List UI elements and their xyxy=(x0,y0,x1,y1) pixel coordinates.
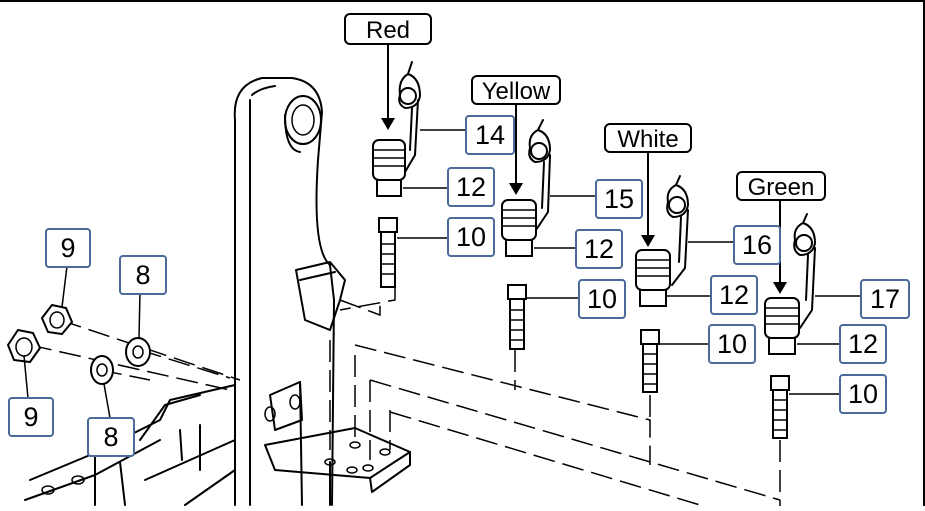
callout-8-lower-text: 8 xyxy=(103,422,118,452)
callout-12-yellow-text: 12 xyxy=(584,234,614,264)
coupler-red xyxy=(372,44,421,288)
callout-15-text: 15 xyxy=(604,184,634,214)
lower-frame xyxy=(24,381,303,506)
callout-10-green: 10 xyxy=(839,374,887,414)
coupler-white xyxy=(635,149,689,393)
callout-9-upper: 9 xyxy=(45,228,91,268)
callout-8-lower: 8 xyxy=(87,417,135,457)
nut-9-upper xyxy=(40,303,74,336)
callout-10-red: 10 xyxy=(447,217,495,257)
callout-14-text: 14 xyxy=(475,120,505,150)
callout-16: 16 xyxy=(733,225,781,265)
callout-12-red: 12 xyxy=(447,167,495,207)
callout-10-yellow-text: 10 xyxy=(587,284,617,314)
callout-12-red-text: 12 xyxy=(456,172,486,202)
washer-8-upper xyxy=(125,337,151,367)
label-red: Red xyxy=(344,13,432,45)
label-white: White xyxy=(604,123,692,153)
callout-14: 14 xyxy=(465,115,515,155)
callout-12-green: 12 xyxy=(839,324,887,364)
callout-16-text: 16 xyxy=(742,230,772,260)
coupler-green xyxy=(764,197,816,439)
callout-12-green-text: 12 xyxy=(848,329,878,359)
label-white-text: White xyxy=(617,126,678,153)
callout-10-white-text: 10 xyxy=(717,329,747,359)
support-arm xyxy=(233,77,346,506)
mounting-plate xyxy=(264,427,411,506)
callout-9-lower: 9 xyxy=(8,397,54,437)
washer-8-lower xyxy=(90,355,114,385)
assembly-lines xyxy=(29,255,781,506)
callout-9-upper-text: 9 xyxy=(60,233,75,263)
callout-12-white-text: 12 xyxy=(719,280,749,310)
callout-10-green-text: 10 xyxy=(848,379,878,409)
callout-17: 17 xyxy=(860,279,910,319)
coupler-yellow xyxy=(501,101,551,350)
callout-15: 15 xyxy=(595,179,643,219)
callout-10-white: 10 xyxy=(708,324,756,364)
label-green-text: Green xyxy=(748,174,815,201)
callout-10-red-text: 10 xyxy=(456,222,486,252)
callout-12-yellow: 12 xyxy=(575,229,623,269)
label-red-text: Red xyxy=(366,17,410,44)
callout-17-text: 17 xyxy=(870,284,900,314)
leader-lines xyxy=(23,129,862,419)
callout-8-upper-text: 8 xyxy=(135,260,150,290)
callout-9-lower-text: 9 xyxy=(23,402,38,432)
label-yellow: Yellow xyxy=(471,75,561,105)
label-green: Green xyxy=(736,171,826,201)
callout-8-upper: 8 xyxy=(119,255,167,295)
label-yellow-text: Yellow xyxy=(482,78,551,105)
callout-10-yellow: 10 xyxy=(578,279,626,319)
callout-12-white: 12 xyxy=(710,275,758,315)
